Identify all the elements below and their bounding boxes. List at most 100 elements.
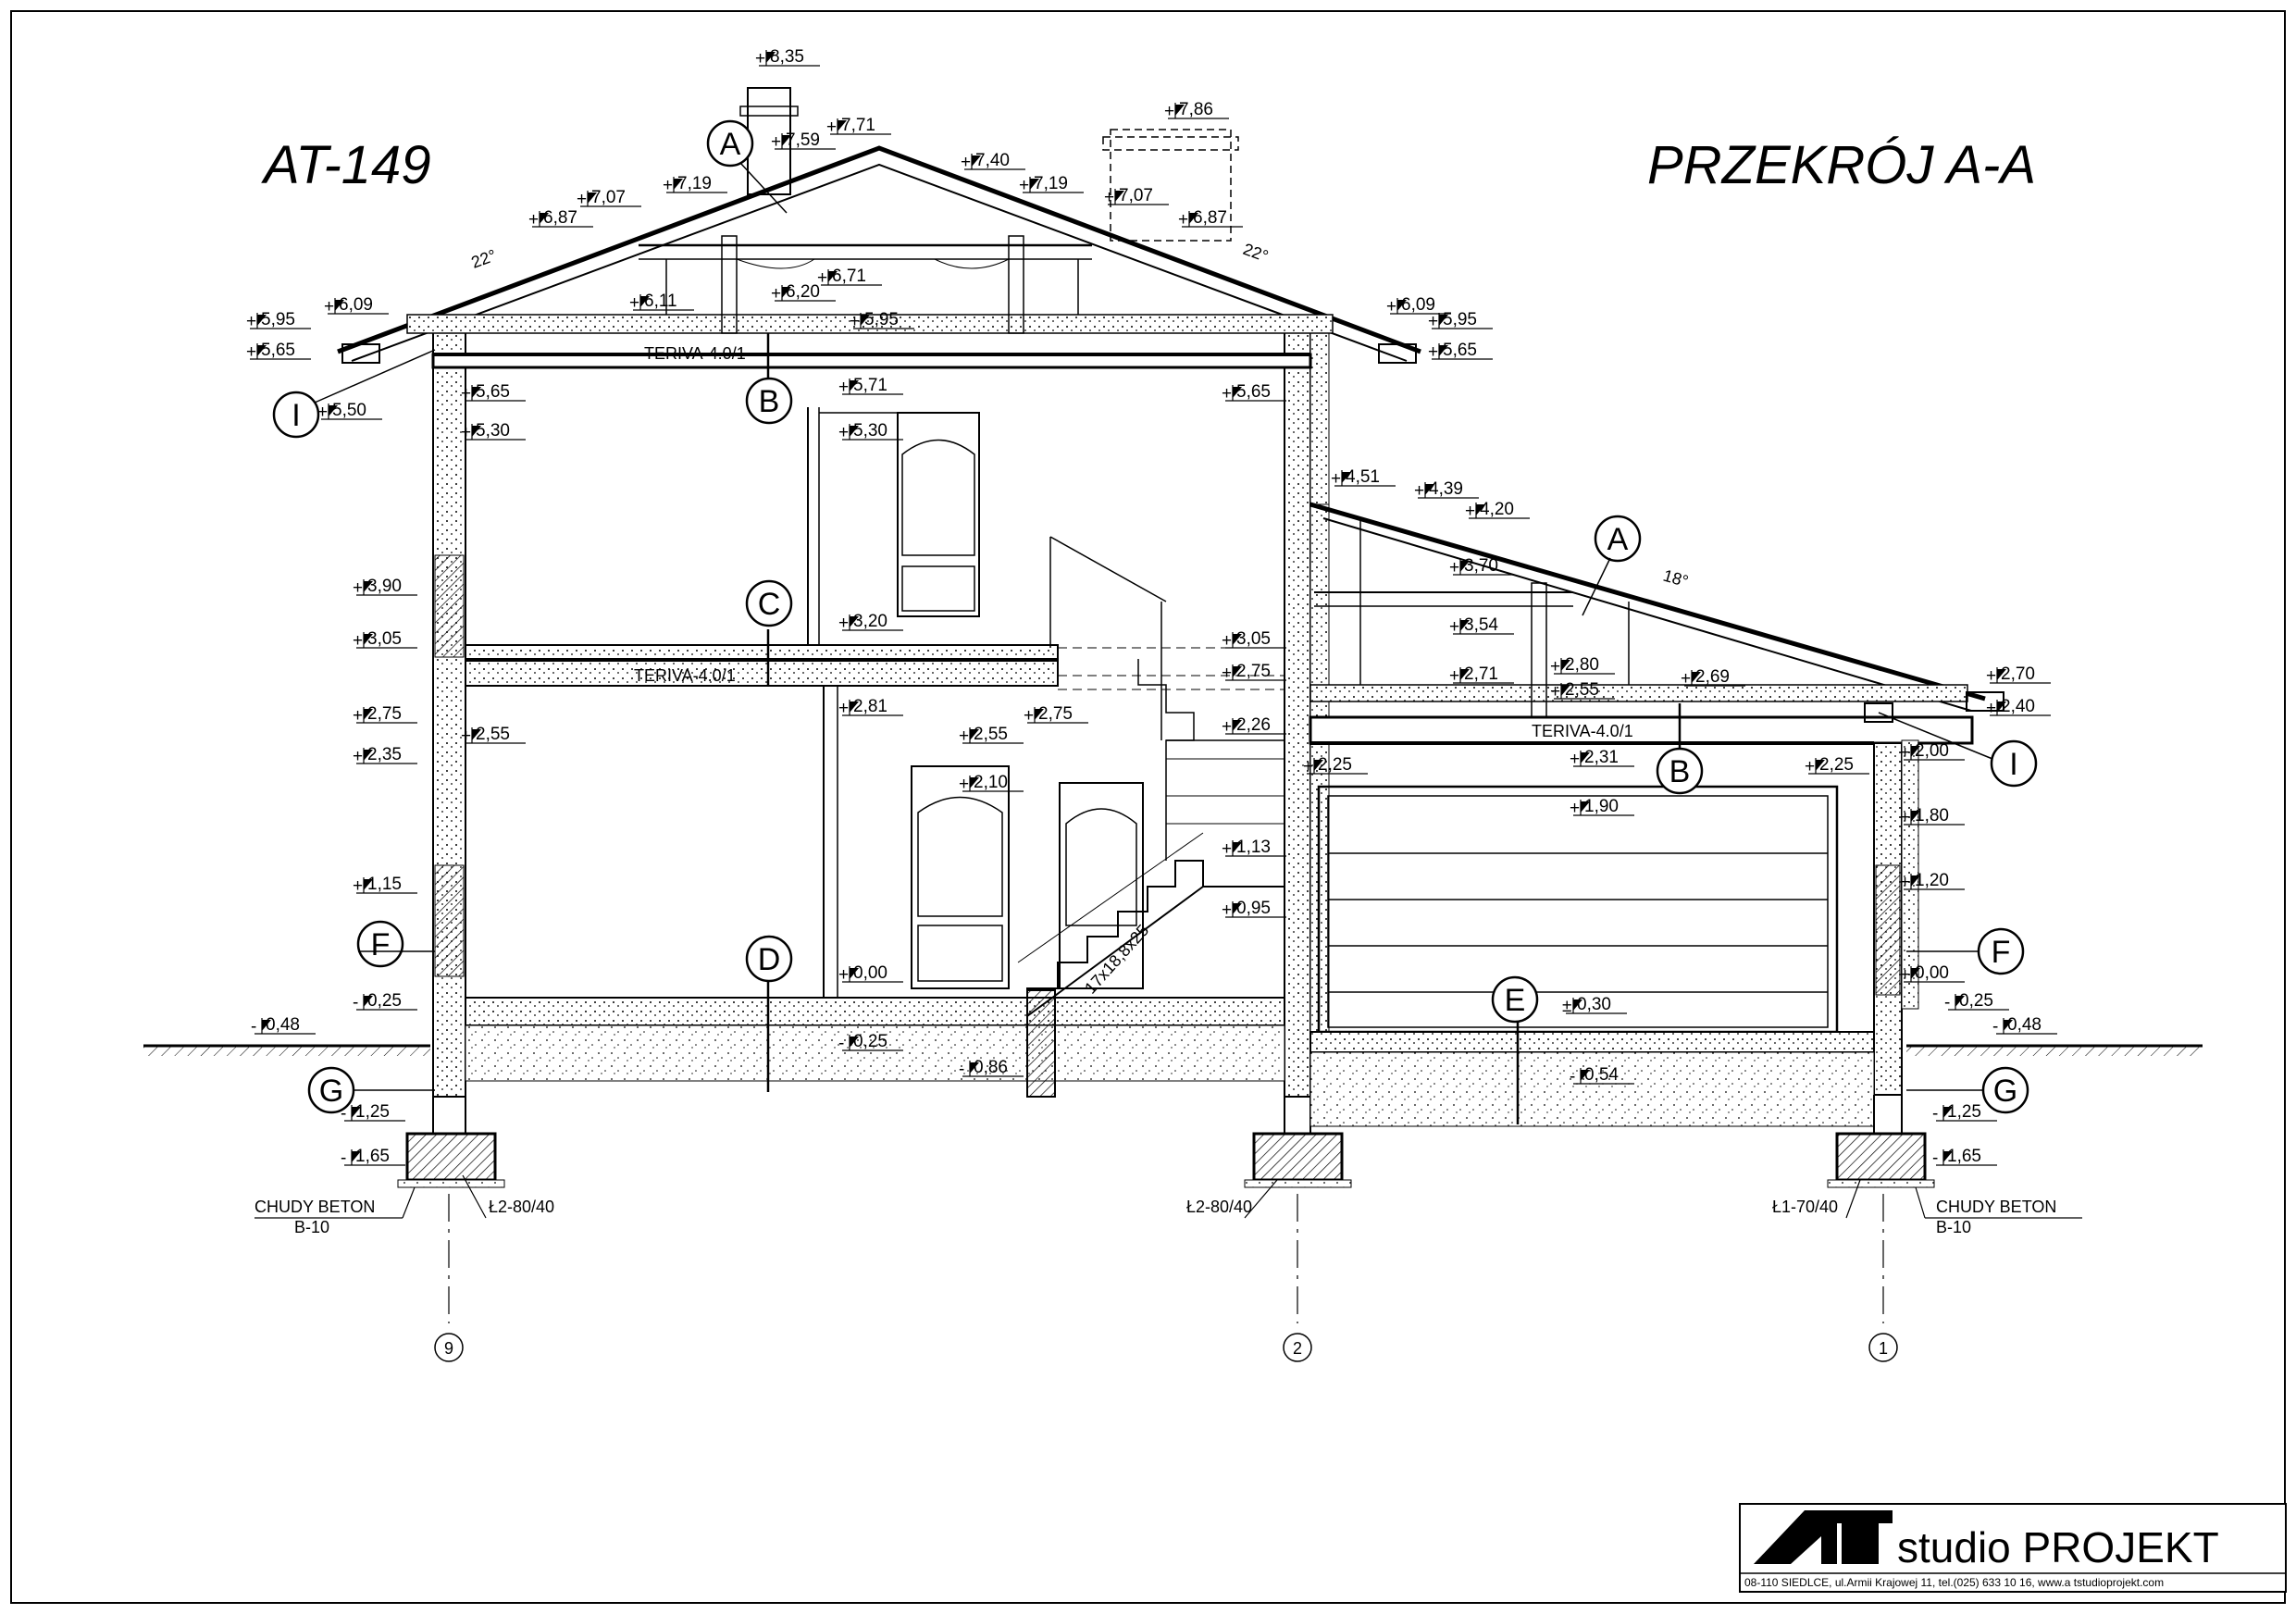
level-value: 6,09: [339, 295, 373, 315]
svg-text:+: +: [1222, 631, 1232, 651]
svg-text:+: +: [771, 132, 781, 152]
lean-concrete-right: CHUDY BETON: [1936, 1198, 2056, 1216]
level-mark-m165b: -1,65: [1932, 1147, 1997, 1168]
svg-text:+: +: [1222, 384, 1232, 404]
level-mark-l759: +7,59: [771, 130, 836, 152]
level-value: 7,40: [975, 151, 1010, 170]
level-mark-l530b: +5,30: [838, 421, 903, 442]
svg-text:+: +: [1900, 873, 1910, 892]
level-value: 5,65: [1443, 341, 1477, 360]
svg-text:+: +: [838, 423, 849, 442]
svg-text:-: -: [1944, 993, 1950, 1012]
svg-text:+: +: [317, 403, 328, 422]
garage: [1309, 502, 2004, 1188]
svg-text:-: -: [959, 1060, 964, 1079]
svg-text:+: +: [959, 775, 969, 794]
level-mark-l687a: +6,87: [528, 208, 593, 230]
svg-text:+: +: [1019, 176, 1029, 195]
level-mark-l255b: +2,55: [959, 725, 1024, 746]
svg-text:+: +: [663, 176, 673, 195]
marker-d: D: [758, 942, 781, 977]
svg-text:+: +: [1986, 699, 1996, 718]
level-value: 8,35: [770, 47, 804, 67]
svg-text:+: +: [1428, 342, 1438, 362]
level-value: 0,48: [266, 1015, 300, 1035]
level-mark-l095: +0,95: [1222, 899, 1286, 920]
level-value: 2,80: [1565, 655, 1599, 675]
level-mark-l113: +1,13: [1222, 838, 1286, 859]
level-value: 0,25: [1959, 991, 1993, 1011]
level-value: 1,25: [1947, 1102, 1981, 1122]
level-mark-l611: +6,11: [629, 292, 694, 313]
level-mark-m025a: -0,25: [353, 991, 417, 1012]
level-mark-l719a: +7,19: [663, 174, 727, 195]
svg-text:+: +: [1900, 808, 1910, 827]
level-mark-l255a: +2,55: [461, 725, 526, 746]
svg-text:+: +: [1550, 682, 1560, 701]
svg-text:+: +: [1449, 558, 1459, 577]
level-value: 2,55: [476, 725, 510, 744]
level-mark-m125b: -1,25: [1932, 1102, 1997, 1124]
level-value: 7,86: [1179, 100, 1213, 119]
level-mark-m025b: -0,25: [1944, 991, 2009, 1012]
level-mark-l786: +7,86: [1164, 100, 1229, 121]
level-mark-l740: +7,40: [961, 151, 1025, 172]
level-value: 3,20: [853, 612, 887, 631]
level-value: 5,30: [853, 421, 887, 441]
ceiling-label-garage: TERIVA-4.0/1: [1532, 722, 1633, 740]
level-mark-l225a: +2,25: [1303, 755, 1368, 776]
axis-markers: [434, 1333, 1898, 1362]
section-cut-lines: [766, 333, 1682, 1124]
level-value: 2,00: [1915, 741, 1949, 761]
svg-text:+: +: [959, 726, 969, 746]
svg-text:+: +: [1428, 312, 1438, 331]
level-value: 7,07: [1119, 186, 1153, 205]
level-value: 1,65: [355, 1147, 390, 1166]
svg-text:-: -: [1570, 1067, 1575, 1086]
level-mark-l190: +1,90: [1570, 797, 1634, 818]
svg-text:+: +: [1681, 669, 1691, 689]
level-mark-l595c: +5,95: [1428, 310, 1493, 331]
level-value: 5,95: [261, 310, 295, 329]
level-value: 2,25: [1318, 755, 1352, 775]
svg-text:+: +: [461, 384, 471, 404]
level-mark-l269: +2,69: [1681, 667, 1745, 689]
marker-c: C: [758, 587, 781, 622]
level-mark-l687b: +6,87: [1178, 208, 1243, 230]
level-mark-l671: +6,71: [817, 267, 882, 288]
svg-text:+: +: [1164, 102, 1174, 121]
svg-text:+: +: [577, 190, 587, 209]
level-value: 0,25: [367, 991, 402, 1011]
level-value: 6,11: [644, 292, 677, 311]
axis-label-right: 1: [1879, 1339, 1888, 1358]
level-mark-l120: +1,20: [1900, 871, 1965, 892]
level-value: 7,19: [677, 174, 712, 193]
svg-text:+: +: [246, 312, 256, 331]
level-mark-l231: +2,31: [1570, 748, 1634, 769]
title-block-address: 08-110 SIEDLCE, ul.Armii Krajowej 11, te…: [1744, 1576, 2164, 1589]
level-value: 1,13: [1236, 838, 1271, 857]
level-mark-l530a: +5,30: [461, 421, 526, 442]
footing-leaders: [254, 1174, 2082, 1219]
marker-b-garage: B: [1669, 754, 1691, 789]
level-value: 7,19: [1034, 174, 1068, 193]
level-mark-m165a: -1,65: [341, 1147, 405, 1168]
svg-text:+: +: [826, 118, 837, 137]
marker-g-right: G: [1993, 1074, 2017, 1109]
level-value: 2,70: [2001, 664, 2035, 684]
level-value: 5,95: [864, 310, 899, 329]
marker-f-right: F: [1992, 935, 2011, 970]
level-mark-l420: +4,20: [1465, 500, 1530, 521]
lean-concrete-left: CHUDY BETON: [254, 1198, 375, 1216]
level-value: 3,05: [367, 629, 402, 649]
level-mark-m048a: -0,48: [251, 1015, 316, 1037]
title-block-name: studio PROJEKT: [1897, 1523, 2219, 1571]
level-value: 0,54: [1584, 1065, 1619, 1085]
level-mark-l390: +3,90: [353, 577, 417, 598]
marker-a-main: A: [720, 127, 741, 162]
level-mark-l000a: +0,00: [838, 963, 903, 985]
level-value: 0,00: [1915, 963, 1949, 983]
level-mark-l115: +1,15: [353, 875, 417, 896]
level-mark-l771: +7,71: [826, 116, 891, 137]
level-mark-l225b: +2,25: [1805, 755, 1869, 776]
